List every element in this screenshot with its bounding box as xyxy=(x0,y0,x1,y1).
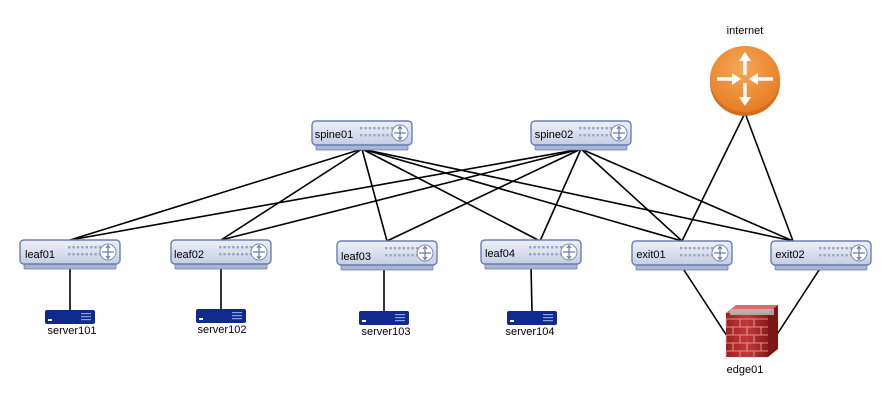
link-exit01-edge01 xyxy=(681,266,728,337)
link-spine01-leaf02 xyxy=(220,148,363,241)
node-label-server104: server104 xyxy=(506,326,555,338)
switch-icon xyxy=(336,240,438,271)
link-internet-exit01 xyxy=(681,112,746,242)
link-spine01-exit01 xyxy=(361,148,683,242)
node-leaf01[interactable]: leaf01 xyxy=(19,239,121,270)
link-spine01-leaf04 xyxy=(361,148,541,242)
node-server104[interactable]: server104 xyxy=(506,311,557,338)
router-icon xyxy=(710,46,780,116)
node-exit02[interactable]: exit02 xyxy=(770,240,872,271)
switch-icon xyxy=(530,120,632,151)
link-spine02-exit01 xyxy=(580,148,683,242)
firewall-icon xyxy=(725,305,778,359)
node-leaf03[interactable]: leaf03 xyxy=(336,240,438,271)
switch-icon xyxy=(19,239,121,270)
server-icon xyxy=(507,311,557,325)
node-label-exit01: exit01 xyxy=(636,249,665,261)
node-exit01[interactable]: exit01 xyxy=(631,240,733,271)
nodes-layer: internet spine01 spine02 leaf01 leaf02 leaf03… xyxy=(19,25,872,376)
link-spine02-leaf04 xyxy=(539,148,582,242)
node-label-edge01: edge01 xyxy=(727,364,764,376)
link-spine02-leaf01 xyxy=(69,148,582,241)
switch-icon xyxy=(480,239,582,270)
switch-icon xyxy=(170,239,272,270)
server-icon xyxy=(45,310,95,324)
node-label-leaf01: leaf01 xyxy=(25,249,55,261)
link-spine02-exit02 xyxy=(580,148,794,242)
link-internet-exit02 xyxy=(744,112,794,242)
link-spine02-leaf03 xyxy=(386,148,582,242)
node-leaf02[interactable]: leaf02 xyxy=(170,239,272,270)
node-label-leaf04: leaf04 xyxy=(485,248,515,260)
link-spine01-leaf03 xyxy=(361,148,388,242)
node-internet[interactable]: internet xyxy=(710,25,780,116)
link-exit02-edge01 xyxy=(775,266,822,337)
link-leaf04-server104 xyxy=(530,265,533,312)
node-server101[interactable]: server101 xyxy=(45,310,96,337)
node-label-spine01: spine01 xyxy=(315,129,354,141)
server-icon xyxy=(359,311,409,325)
node-label-spine02: spine02 xyxy=(535,129,574,141)
link-spine02-leaf02 xyxy=(220,148,582,241)
switch-icon xyxy=(311,120,413,151)
server-icon xyxy=(196,309,246,323)
switch-icon xyxy=(631,240,733,271)
node-label-server103: server103 xyxy=(362,326,411,338)
node-leaf04[interactable]: leaf04 xyxy=(480,239,582,270)
node-edge01[interactable]: edge01 xyxy=(725,305,778,376)
node-server102[interactable]: server102 xyxy=(196,309,246,336)
links-layer xyxy=(69,112,822,337)
node-server103[interactable]: server103 xyxy=(359,311,410,338)
node-label-exit02: exit02 xyxy=(775,249,804,261)
link-spine01-leaf01 xyxy=(69,148,363,241)
node-label-server101: server101 xyxy=(48,325,97,337)
node-label-leaf02: leaf02 xyxy=(174,249,204,261)
node-label-internet: internet xyxy=(727,25,764,37)
node-label-server102: server102 xyxy=(198,324,247,336)
link-spine01-exit02 xyxy=(361,148,794,242)
node-spine01[interactable]: spine01 xyxy=(311,120,413,151)
switch-icon xyxy=(770,240,872,271)
node-label-leaf03: leaf03 xyxy=(341,251,371,263)
node-spine02[interactable]: spine02 xyxy=(530,120,632,151)
